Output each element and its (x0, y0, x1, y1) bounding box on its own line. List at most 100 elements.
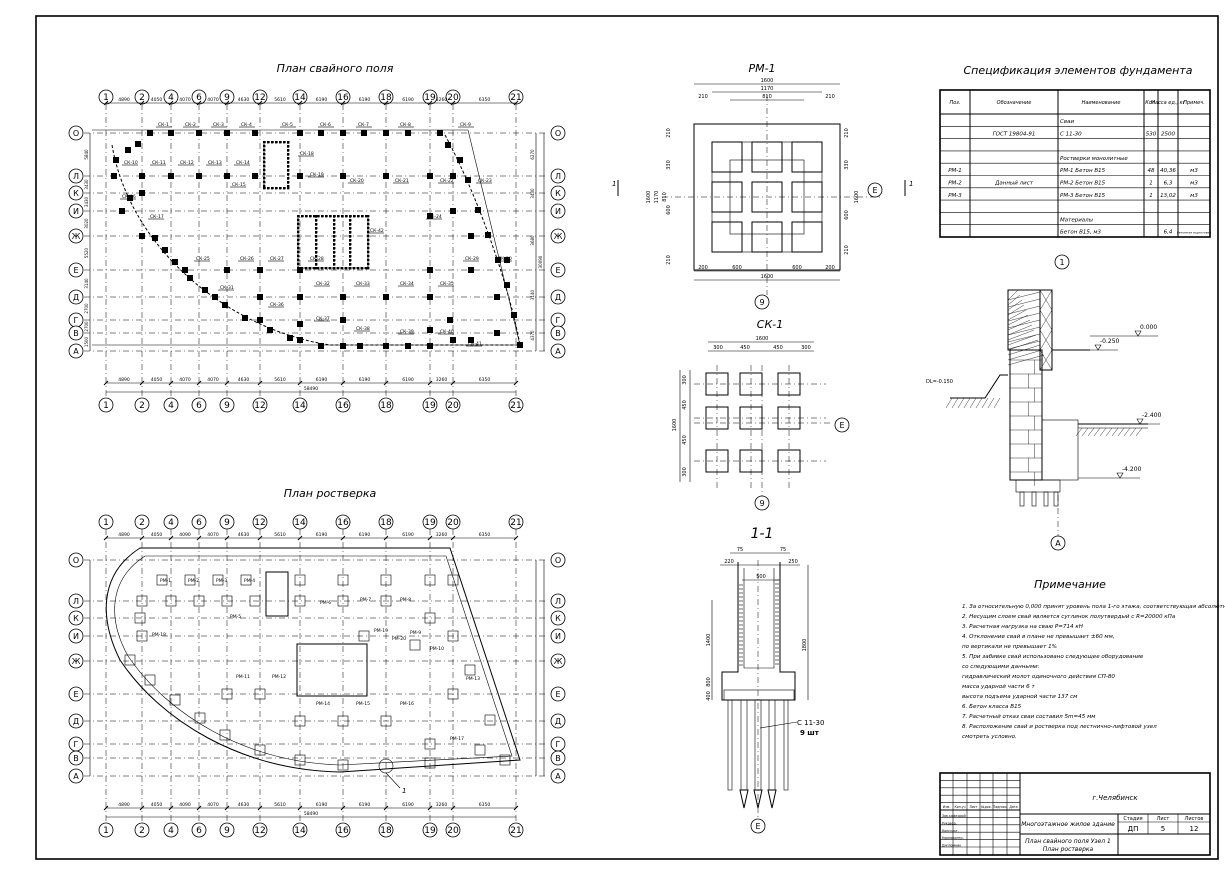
dim-text: 4630 (238, 532, 250, 538)
pile-group-mark (252, 130, 258, 136)
pile-group-mark (494, 294, 500, 300)
pile-group-label: СК-32 (316, 281, 330, 287)
pile-group-mark (297, 267, 303, 273)
dim-text: 4890 (118, 377, 130, 383)
axis-label-x: 12 (254, 401, 265, 411)
spec-cell: РМ-2 Бетон В15 (1060, 181, 1106, 187)
axis-label-y: В (555, 754, 561, 763)
axis-label-y: В (73, 329, 79, 338)
grillage-cap (464, 664, 476, 676)
grillage-mark-label: РМ-1 (160, 578, 171, 584)
axis-label-x: 4 (168, 518, 174, 528)
cut-mark-left: 1 (612, 180, 616, 188)
axis-label-y: Д (555, 717, 561, 726)
rm1-dim: 810 (662, 192, 668, 202)
pile-group-mark (297, 321, 303, 327)
axis-bubble-А (550, 343, 566, 359)
pile-group-label: СК-20 (350, 178, 364, 184)
axis-label-x: 21 (510, 518, 521, 528)
pile-group-mark (202, 287, 208, 293)
rm1-dim: 1600 (854, 191, 860, 204)
axis-label-x: 20 (447, 518, 459, 528)
axis-label-x: 19 (424, 518, 436, 528)
axis-label-y: Е (73, 266, 78, 275)
axis-label-x: 4 (168, 93, 174, 103)
pile-group-mark (405, 130, 411, 136)
axis-label-x: 18 (380, 401, 392, 411)
axis-label-x: 12 (254, 826, 265, 836)
dim-text: 6350 (479, 377, 491, 383)
grillage-cap (193, 595, 205, 607)
note-line: 5. При забивке свай использовано следующ… (962, 654, 1144, 660)
spec-cell: РМ-2 (948, 181, 962, 187)
node-pile (1043, 491, 1049, 507)
grillage-cap (358, 630, 370, 642)
pile-group-mark (224, 173, 230, 179)
dim-left: 3430 (84, 196, 89, 207)
pile-group-mark (383, 343, 389, 349)
dim-text: 6190 (359, 97, 371, 103)
dim-text: 6190 (316, 532, 328, 538)
dim-text: 4090 (179, 802, 191, 808)
axis-bubble-Е (550, 262, 566, 278)
axis-bubble-1 (98, 397, 114, 413)
axis-bubble-6 (191, 822, 207, 838)
pile-group-mark (445, 142, 451, 148)
section-mark: 1 (402, 787, 406, 795)
section-dim: 220 (724, 559, 734, 565)
grillage-cap (424, 757, 436, 769)
axis-bubble-К (550, 185, 566, 201)
axis-bubble-16 (335, 397, 351, 413)
rm1-title: РМ-1 (748, 62, 775, 75)
axis-label-y: Л (73, 172, 79, 181)
pile-group-mark (267, 327, 273, 333)
grillage-mark-label: РМ-16 (400, 701, 414, 707)
note-line: масса ударной части 6 т (962, 684, 1035, 690)
pile-group-label: СК-1 (158, 122, 169, 128)
axis-label-x: 14 (294, 826, 306, 836)
dim-left: 5520 (84, 247, 89, 258)
axis-label-x: 6 (196, 518, 202, 528)
dim-text: 6350 (479, 532, 491, 538)
note-line: 3. Расчетная нагрузка на сваю Р=714 кН (962, 624, 1084, 630)
pile-group-mark (187, 275, 193, 281)
dim-right: 3680 (530, 235, 535, 246)
note-line: 6. Бетон класса В15 (962, 704, 1022, 710)
axis-label-y: О (555, 129, 561, 138)
pile-group-label: СК-37 (316, 316, 330, 322)
axis-bubble-О (550, 125, 566, 141)
pile-group-mark (212, 294, 218, 300)
node-level: 0.000 (1140, 324, 1157, 331)
dim-right: 6270 (530, 149, 535, 160)
pile-group-label: СК-25 (196, 256, 210, 262)
grillage-cap (424, 612, 436, 624)
axis-label-x: 6 (196, 826, 202, 836)
pile-group-label: СК-31 (220, 285, 234, 291)
rm1-dim: 1600 (761, 274, 774, 280)
pile-group-mark (468, 267, 474, 273)
axis-bubble-1 (98, 514, 114, 530)
axis-bubble-К (550, 610, 566, 626)
pile-group-mark (340, 317, 346, 323)
axis-bubble-Ж (68, 228, 84, 244)
axis-label-y: И (555, 632, 561, 641)
node-pile (1053, 491, 1059, 507)
grillage-cap (254, 688, 266, 700)
axis-label-x: 16 (337, 518, 349, 528)
axis-label-y: Л (555, 172, 561, 181)
axis-label-y: И (555, 207, 561, 216)
sk1-dim: 450 (740, 345, 750, 351)
pile-group-label: СК-5 (282, 122, 293, 128)
stamp-sheet-label: Лист (1157, 816, 1170, 822)
pile-group-mark (468, 337, 474, 343)
note-line: 4. Отклонение свай в плане не превышает … (962, 634, 1115, 640)
sk1-dim: 450 (773, 345, 783, 351)
axis-bubble-20 (445, 89, 461, 105)
rm1-dim: 1600 (761, 78, 774, 84)
pile-group-label: СК-15 (232, 182, 246, 188)
rm1-dim: 600 (792, 265, 802, 271)
sk1-title: СК-1 (757, 318, 783, 331)
grillage-cap (212, 574, 224, 586)
